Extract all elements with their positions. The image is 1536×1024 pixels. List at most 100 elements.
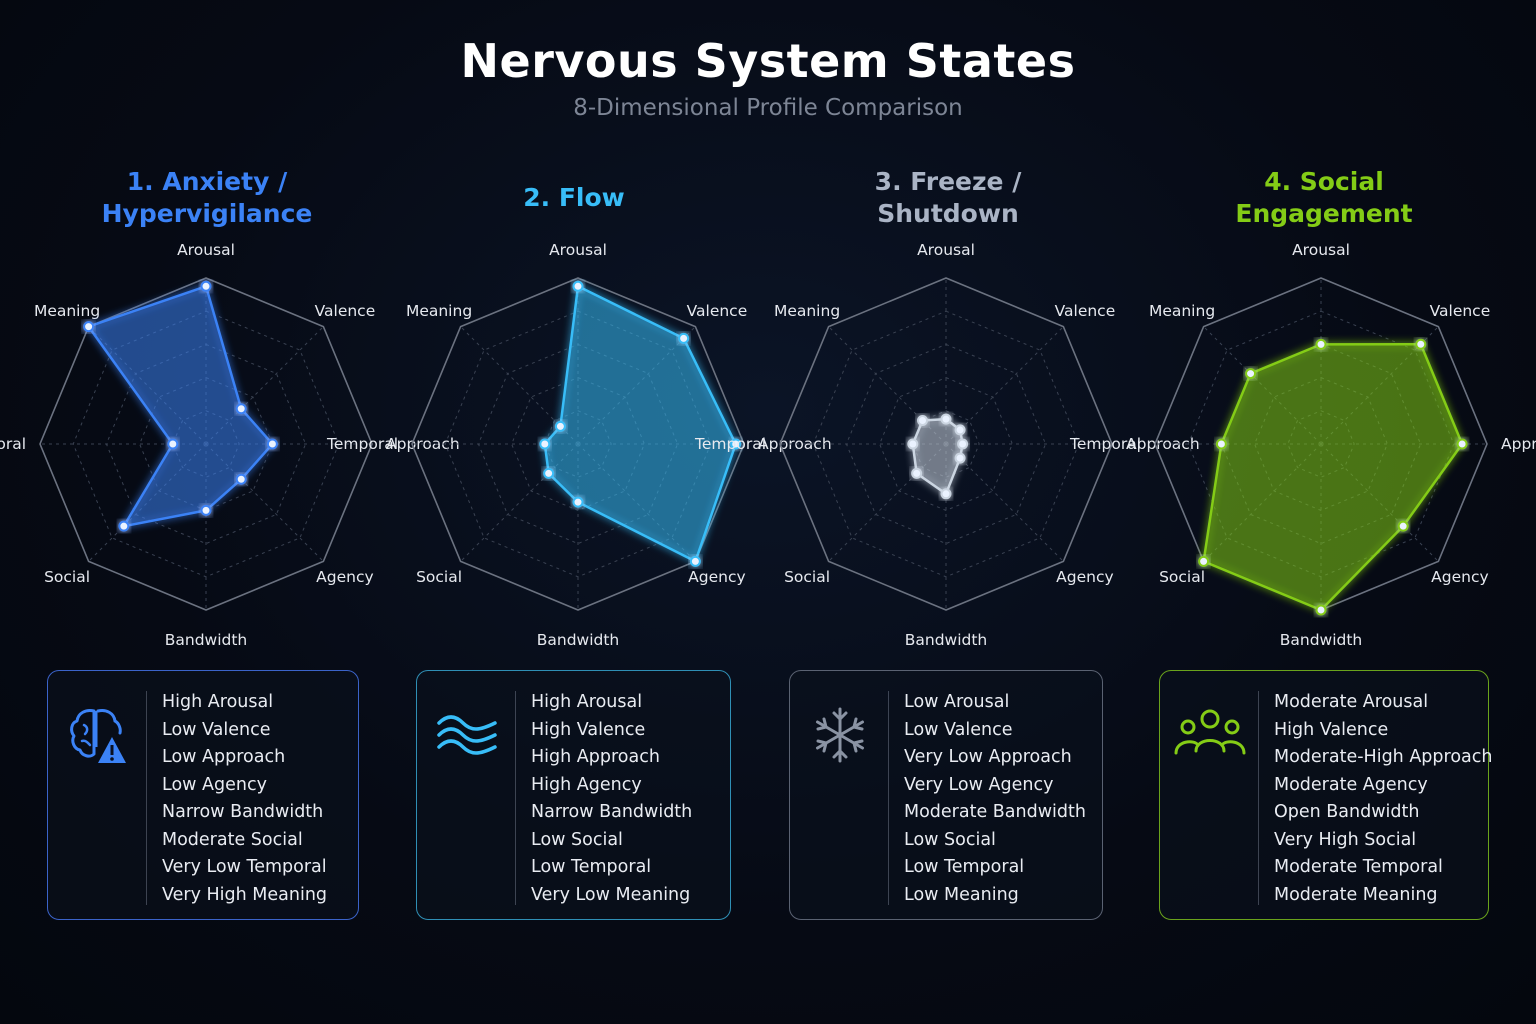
- radar-point-temporal: [1215, 438, 1227, 450]
- radar-outer-frame: [411, 277, 745, 611]
- radar-point-bandwidth: [200, 504, 212, 516]
- radar-point-agency: [954, 452, 966, 464]
- radar-point-arousal: [200, 280, 212, 292]
- list-item: Very Low Approach: [904, 747, 1072, 767]
- radar-point-social: [1198, 555, 1210, 567]
- radar-series-flow: [543, 285, 737, 563]
- radar-grid-ring: [544, 410, 612, 478]
- radar-point-temporal: [539, 438, 551, 450]
- card-divider: [888, 691, 889, 905]
- radar-point-meaning: [917, 415, 929, 427]
- snowflake-icon: [816, 707, 864, 763]
- axis-label-temporal: Temporal: [0, 435, 26, 453]
- description-card-flow: High Arousal High Valence High Approach …: [416, 670, 731, 920]
- list-item: Low Arousal: [904, 692, 1010, 712]
- list-item: Low Meaning: [904, 884, 1019, 905]
- radar-point-approach: [730, 438, 742, 450]
- people-group-icon: [1174, 709, 1246, 755]
- axis-label-arousal: Arousal: [917, 241, 975, 259]
- list-item: Low Valence: [162, 719, 271, 740]
- radar-point-approach: [957, 438, 969, 450]
- card-divider: [1258, 691, 1259, 905]
- axis-label-temporal: Temporal: [326, 435, 398, 453]
- radar-point-meaning: [1245, 368, 1257, 380]
- list-item: Very High Meaning: [162, 884, 328, 905]
- list-item: Moderate Bandwidth: [904, 802, 1086, 822]
- radar-outer-frame: [39, 277, 373, 611]
- radar-chart-flow: ArousalValenceApproachAgencyBandwidthSoc…: [326, 241, 832, 649]
- radar-point-bandwidth: [1315, 604, 1327, 616]
- list-item: High Approach: [531, 747, 660, 767]
- radar-point-agency: [1397, 520, 1409, 532]
- radar-chart-freeze: ArousalValenceApproachAgencyBandwidthSoc…: [694, 241, 1200, 649]
- radar-point-arousal: [1315, 338, 1327, 350]
- list-item: Low Temporal: [531, 857, 652, 877]
- list-item: High Valence: [531, 719, 646, 740]
- axis-label-social: Social: [784, 568, 830, 586]
- radar-point-valence: [235, 403, 247, 415]
- axis-label-meaning: Meaning: [1149, 302, 1215, 320]
- axis-label-agency: Agency: [316, 568, 374, 586]
- description-card-anxiety: High Arousal Low Valence Low Approach Lo…: [47, 670, 359, 920]
- axis-label-arousal: Arousal: [549, 241, 607, 259]
- axis-label-meaning: Meaning: [774, 302, 840, 320]
- axis-label-valence: Valence: [687, 302, 748, 320]
- list-item: High Arousal: [162, 692, 274, 712]
- radar-point-temporal: [907, 438, 919, 450]
- page-title: Nervous System States: [460, 34, 1076, 88]
- axis-label-bandwidth: Bandwidth: [1280, 631, 1363, 649]
- axis-label-social: Social: [416, 568, 462, 586]
- axis-label-agency: Agency: [688, 568, 746, 586]
- axis-label-meaning: Meaning: [34, 302, 100, 320]
- radar-point-approach: [266, 438, 278, 450]
- radar-point-social: [118, 520, 130, 532]
- axis-label-valence: Valence: [1055, 302, 1116, 320]
- radar-chart-social: ArousalValenceApproachAgencyBandwidthSoc…: [1069, 241, 1536, 649]
- list-item: Low Agency: [162, 774, 267, 795]
- radar-point-valence: [678, 332, 690, 344]
- radar-point-temporal: [167, 438, 179, 450]
- axis-label-approach: Approach: [1126, 435, 1200, 453]
- radar-point-agency: [235, 473, 247, 485]
- card-divider: [146, 691, 147, 905]
- list-item: Low Social: [904, 829, 996, 850]
- axis-label-approach: Approach: [1501, 435, 1536, 453]
- radar-grid-ring: [812, 310, 1080, 578]
- description-list: Low Arousal Low Valence Very Low Approac…: [904, 689, 1086, 909]
- panel-title-anxiety: 1. Anxiety / Hypervigilance: [101, 167, 313, 228]
- radar-point-bandwidth: [572, 496, 584, 508]
- list-item: High Valence: [1274, 719, 1389, 740]
- list-item: Very Low Agency: [904, 774, 1054, 795]
- list-item: Very High Social: [1274, 829, 1417, 850]
- list-item: Low Approach: [162, 747, 286, 767]
- radar-point-arousal: [940, 413, 952, 425]
- panel-title-freeze: 3. Freeze / Shutdown: [874, 167, 1022, 228]
- axis-label-agency: Agency: [1056, 568, 1114, 586]
- radar-point-meaning: [554, 420, 566, 432]
- list-item: Moderate Agency: [1274, 774, 1428, 795]
- radar-point-agency: [689, 555, 701, 567]
- panel-title-flow: 2. Flow: [523, 183, 625, 212]
- list-item: Low Social: [531, 829, 623, 850]
- list-item: Open Bandwidth: [1274, 802, 1420, 822]
- list-item: Moderate Social: [162, 829, 303, 850]
- list-item: Low Valence: [904, 719, 1013, 740]
- radar-grid-ring: [72, 310, 340, 578]
- description-card-freeze: Low Arousal Low Valence Very Low Approac…: [789, 670, 1103, 920]
- radar-point-arousal: [572, 280, 584, 292]
- radar-point-approach: [1456, 438, 1468, 450]
- axis-label-meaning: Meaning: [406, 302, 472, 320]
- axis-label-temporal: Temporal: [694, 435, 766, 453]
- radar-chart-anxiety: ArousalValenceApproachAgencyBandwidthSoc…: [0, 241, 460, 649]
- list-item: Low Temporal: [904, 857, 1025, 877]
- axis-label-arousal: Arousal: [1292, 241, 1350, 259]
- axis-label-arousal: Arousal: [177, 241, 235, 259]
- radar-point-social: [911, 467, 923, 479]
- list-item: High Arousal: [531, 692, 643, 712]
- radar-point-bandwidth: [940, 488, 952, 500]
- description-list: High Arousal Low Valence Low Approach Lo…: [162, 689, 327, 909]
- axis-label-agency: Agency: [1431, 568, 1489, 586]
- list-item: Narrow Bandwidth: [531, 802, 693, 822]
